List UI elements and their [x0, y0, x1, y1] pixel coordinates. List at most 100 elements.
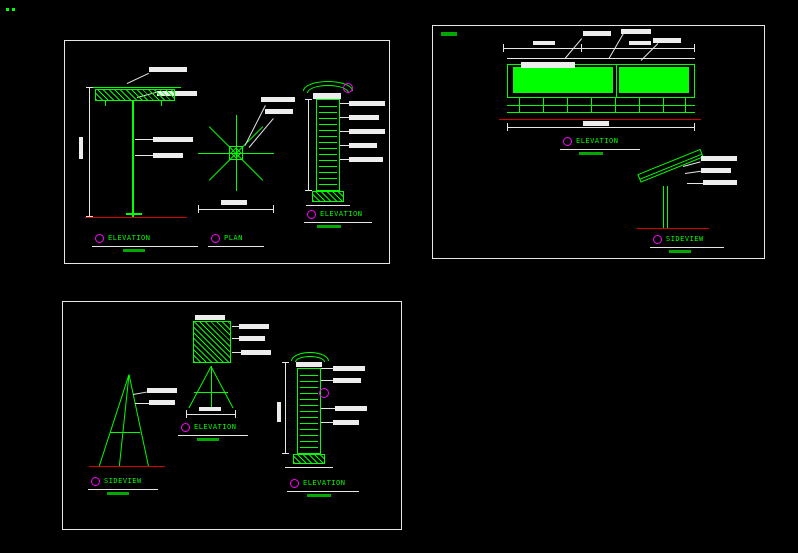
annotation-text	[241, 350, 271, 355]
dimension-text	[533, 41, 555, 45]
dimension-tick	[694, 123, 695, 131]
view-label-text: ELEVATION	[320, 210, 363, 218]
dimension-tick	[86, 87, 93, 88]
label-underline	[650, 247, 724, 248]
annotation-text	[149, 400, 175, 405]
dimension-line	[507, 127, 695, 128]
view-label-text: PLAN	[224, 234, 243, 242]
view-label-text: ELEVATION	[576, 137, 619, 145]
leader-line	[340, 117, 349, 118]
dimension-line	[507, 58, 695, 59]
annotation-text	[147, 388, 177, 393]
canopy-top-line	[89, 87, 181, 88]
dimension-text	[79, 137, 83, 159]
leader-line	[608, 32, 625, 59]
leader-line	[321, 408, 335, 409]
view-marker-circle	[653, 235, 662, 244]
sign-base-hatch	[312, 191, 344, 202]
fascia-tick	[639, 98, 640, 112]
annotation-text	[333, 420, 359, 425]
annotation-text	[153, 137, 193, 142]
dimension-tick	[86, 216, 93, 217]
view-label-sideview: SIDEVIEW	[91, 477, 142, 486]
fascia-tick	[567, 98, 568, 112]
annotation-text	[333, 366, 365, 371]
fascia-tick	[519, 98, 520, 112]
annotation-text	[349, 101, 385, 106]
annotation-text	[333, 378, 361, 383]
label-underline	[560, 149, 640, 150]
drawing-sheet-2: ELEVATION SIDEVIEW	[432, 25, 765, 259]
leader-line	[232, 326, 239, 327]
annotation-text	[265, 109, 293, 114]
sheet-note-text	[441, 32, 457, 36]
leader-line	[135, 155, 153, 156]
canvas-corner-mark	[12, 8, 15, 11]
easel-leg	[210, 366, 234, 409]
easel-crossbar	[194, 392, 228, 393]
view-label-elevation: ELEVATION	[95, 234, 150, 243]
pole-base-plate	[126, 213, 142, 215]
dimension-tick	[235, 410, 236, 418]
view-label-elevation: ELEVATION	[307, 210, 362, 219]
view-marker-circle	[290, 479, 299, 488]
dimension-tick	[282, 362, 289, 363]
view-label-text: ELEVATION	[194, 423, 237, 431]
dimension-line	[186, 414, 236, 415]
pole-line	[132, 101, 134, 217]
label-subtitle-text	[107, 492, 129, 495]
base-line	[285, 467, 333, 468]
view-label-elevation: ELEVATION	[290, 479, 345, 488]
sign-panel-frame	[507, 64, 695, 98]
view-marker-circle	[211, 234, 220, 243]
annotation-text	[621, 29, 651, 34]
view-marker-circle	[181, 423, 190, 432]
dimension-tick	[581, 44, 582, 52]
drawing-sheet-3: ELEVATION SIDEVIEW ELEVATION	[62, 301, 402, 530]
easel-center-leg	[211, 366, 212, 408]
canvas-corner-mark	[6, 8, 9, 11]
sign-body-panel	[316, 99, 340, 191]
annotation-text	[239, 324, 269, 329]
post-line	[663, 186, 664, 228]
aframe-brace	[110, 432, 140, 433]
fascia-mid-line	[507, 105, 695, 106]
view-label-text: SIDEVIEW	[104, 477, 142, 485]
plan-center-column	[229, 146, 243, 160]
dimension-tick	[273, 205, 274, 213]
leader-line	[340, 131, 349, 132]
annotation-text	[239, 336, 265, 341]
annotation-text	[701, 168, 731, 173]
sign-title-text	[195, 315, 225, 320]
dimension-text	[277, 402, 281, 422]
leader-line	[340, 103, 349, 104]
annotation-text	[157, 91, 197, 96]
leader-line	[684, 170, 701, 174]
ground-line	[85, 217, 187, 218]
dimension-tick	[507, 123, 508, 131]
annotation-text	[153, 153, 183, 158]
sign-text-overlay	[521, 62, 575, 68]
detail-marker-circle	[319, 388, 329, 398]
annotation-text	[703, 180, 737, 185]
detail-marker-circle	[343, 83, 353, 93]
annotation-text	[349, 115, 379, 120]
label-subtitle-text	[669, 250, 691, 253]
leader-line	[232, 338, 239, 339]
annotation-text	[149, 67, 187, 72]
sign-face-right	[619, 67, 689, 93]
view-marker-circle	[95, 234, 104, 243]
leader-line	[687, 183, 703, 184]
sign-face-hatch	[193, 321, 231, 363]
base-line	[306, 205, 350, 206]
ground-line	[637, 228, 709, 229]
leader-line	[232, 352, 241, 353]
dimension-line	[89, 87, 90, 217]
annotation-text	[583, 31, 611, 36]
dimension-text	[199, 407, 221, 411]
dimension-tick	[694, 44, 695, 52]
dimension-tick	[186, 410, 187, 418]
dimension-line	[285, 362, 286, 454]
sign-face-left	[513, 67, 613, 93]
